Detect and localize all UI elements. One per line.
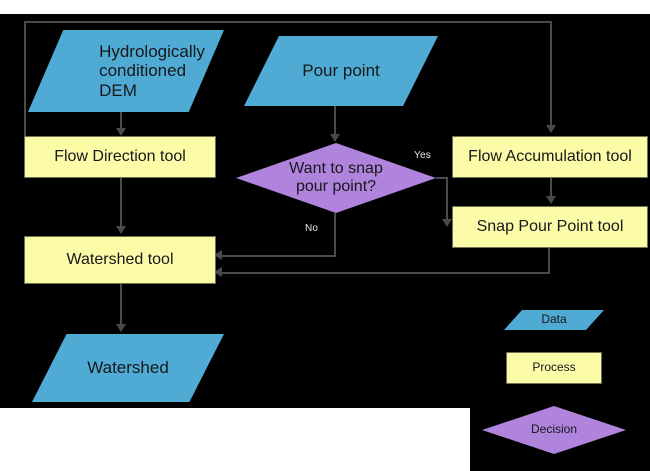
- branch-label-yes: Yes: [414, 150, 431, 161]
- node-label-flow-accumulation: Flow Accumulation tool: [468, 147, 632, 165]
- branch-label-no: No: [305, 223, 319, 234]
- node-flow-direction-tool[interactable]: Flow Direction tool: [24, 136, 216, 178]
- node-label-dem-line2: conditioned: [99, 61, 187, 81]
- arrowhead-flow-accumulation-to-snap-pour-point: [546, 196, 556, 204]
- edge-decision-no-horizontal: [222, 255, 336, 257]
- edge-flow-direction-to-watershed-tool: [120, 178, 122, 228]
- arrowhead-dem-to-flow-accumulation: [546, 125, 556, 133]
- edge-decision-yes-vertical: [446, 177, 448, 221]
- frame-top-rule: [24, 21, 552, 23]
- edge-dem-to-flow-direction: [120, 112, 122, 130]
- edge-dem-to-flow-accumulation: [550, 21, 552, 127]
- edge-decision-no-vertical: [334, 213, 336, 257]
- node-label-decision-line2: pour point?: [295, 178, 377, 195]
- edge-snap-pour-point-horizontal: [222, 272, 550, 274]
- arrowhead-pour-point-to-decision: [330, 134, 340, 142]
- arrowhead-dem-to-flow-direction: [116, 128, 126, 136]
- node-snap-pour-point-tool[interactable]: Snap Pour Point tool: [452, 206, 648, 248]
- arrowhead-watershed-tool-to-watershed: [116, 324, 126, 332]
- edge-snap-pour-point-vertical: [548, 248, 550, 274]
- arrowhead-snap-pour-point-to-watershed-tool: [214, 267, 222, 277]
- frame-left-rule: [24, 21, 26, 155]
- legend-item-process: Process: [506, 352, 602, 384]
- arrowhead-decision-no-to-watershed-tool: [214, 250, 222, 260]
- node-label-dem-line1: Hydrologically: [99, 41, 205, 61]
- node-label-flow-direction: Flow Direction tool: [54, 147, 186, 165]
- node-label-snap-pour-point: Snap Pour Point tool: [476, 217, 624, 235]
- legend-label-data: Data: [541, 312, 567, 327]
- node-watershed-tool[interactable]: Watershed tool: [24, 236, 216, 284]
- node-label-watershed-tool: Watershed tool: [66, 250, 174, 268]
- legend-label-process: Process: [532, 360, 576, 375]
- edge-watershed-tool-to-watershed: [120, 284, 122, 326]
- node-flow-accumulation-tool[interactable]: Flow Accumulation tool: [452, 136, 648, 178]
- node-label-decision-line1: Want to snap: [289, 159, 383, 177]
- node-label-dem-line3: DEM: [99, 80, 137, 100]
- node-watershed[interactable]: Watershed: [32, 334, 224, 402]
- arrowhead-flow-direction-to-watershed-tool: [116, 226, 126, 234]
- node-label-watershed: Watershed: [87, 358, 169, 378]
- edge-flow-accumulation-to-snap-pour-point: [550, 178, 552, 198]
- arrowhead-decision-yes-to-snap-pour-point: [442, 219, 452, 227]
- edge-decision-yes-horizontal: [436, 177, 448, 179]
- node-pour-point[interactable]: Pour point: [244, 36, 438, 106]
- node-label-pour-point: Pour point: [302, 61, 380, 81]
- legend-item-data: Data: [504, 310, 604, 330]
- legend-label-decision: Decision: [530, 422, 578, 437]
- edge-pour-point-to-decision: [334, 106, 336, 136]
